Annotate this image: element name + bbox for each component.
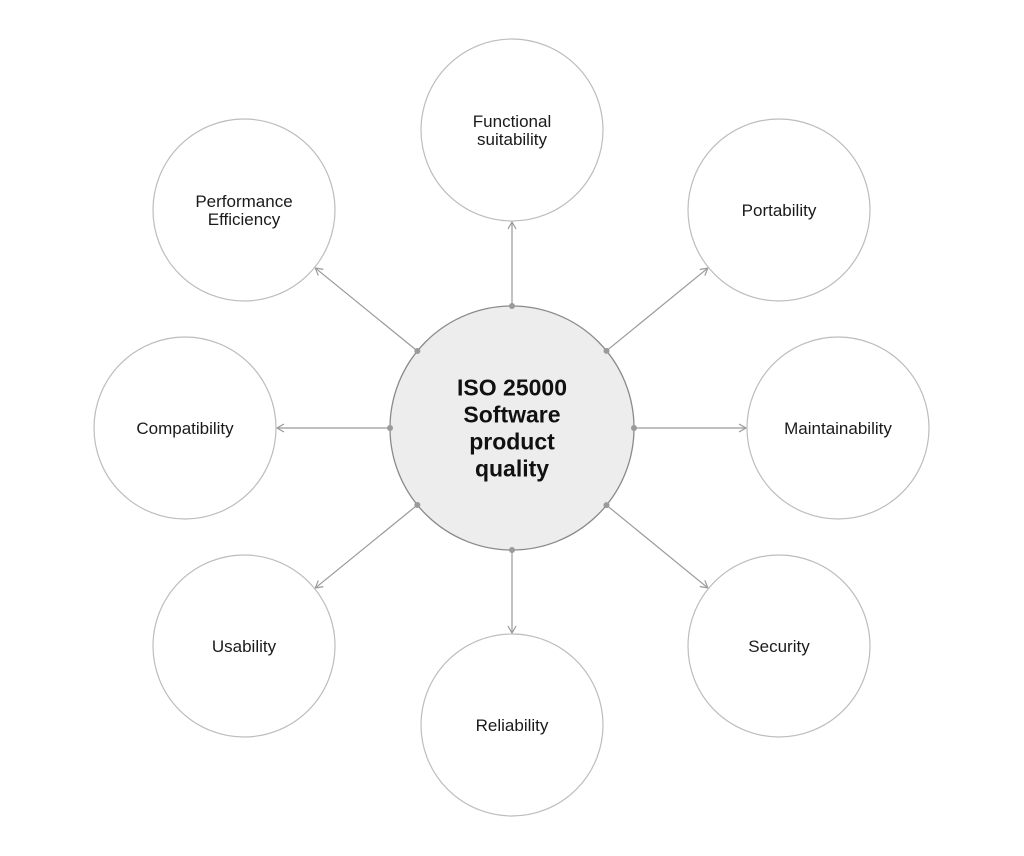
node-label-line: Efficiency — [208, 210, 281, 229]
node-label-usability: Usability — [212, 637, 277, 656]
node-circle-performance-efficiency — [152, 118, 336, 302]
node-label-line: Functional — [473, 112, 551, 131]
connector-portability — [606, 267, 709, 352]
connectors — [275, 220, 748, 635]
center-label-line: product — [469, 429, 555, 455]
node-label-line: Security — [748, 637, 810, 656]
node-label-security: Security — [748, 637, 810, 656]
node-label-maintainability: Maintainability — [784, 419, 892, 438]
node-label-line: Maintainability — [784, 419, 892, 438]
node-circle-maintainability — [746, 336, 930, 520]
center-label-line: ISO 25000 — [457, 375, 567, 401]
node-circle-security — [687, 554, 871, 738]
connector-usability — [314, 504, 418, 589]
node-usability: Usability — [152, 554, 336, 738]
anchor-dot-portability — [603, 347, 610, 354]
anchor-dots — [387, 303, 637, 553]
node-label-reliability: Reliability — [476, 716, 549, 735]
center-label-line: quality — [475, 456, 549, 482]
node-circle-reliability — [420, 633, 604, 817]
center-label-line: Software — [463, 402, 560, 428]
node-reliability: Reliability — [420, 633, 604, 817]
anchor-dot-compatibility — [387, 425, 393, 431]
node-label-line: Reliability — [476, 716, 549, 735]
node-label-line: Performance — [195, 192, 292, 211]
node-circle-functional-suitability — [420, 38, 604, 222]
anchor-dot-functional-suitability — [509, 303, 515, 309]
connector-security — [606, 504, 709, 589]
anchor-dot-maintainability — [631, 425, 637, 431]
node-portability: Portability — [687, 118, 871, 302]
node-circle-compatibility — [93, 336, 277, 520]
node-security: Security — [687, 554, 871, 738]
node-compatibility: Compatibility — [93, 336, 277, 520]
node-maintainability: Maintainability — [746, 336, 930, 520]
node-label-portability: Portability — [742, 201, 817, 220]
node-circle-usability — [152, 554, 336, 738]
node-circle-portability — [687, 118, 871, 302]
node-label-compatibility: Compatibility — [136, 419, 234, 438]
anchor-dot-reliability — [509, 547, 515, 553]
anchor-dot-security — [603, 502, 610, 509]
node-label-line: suitability — [477, 130, 547, 149]
node-label-line: Compatibility — [136, 419, 234, 438]
node-label-line: Usability — [212, 637, 277, 656]
node-label-line: Portability — [742, 201, 817, 220]
connector-performance-efficiency — [314, 267, 418, 352]
anchor-dot-performance-efficiency — [414, 348, 421, 355]
anchor-dot-usability — [414, 501, 421, 508]
